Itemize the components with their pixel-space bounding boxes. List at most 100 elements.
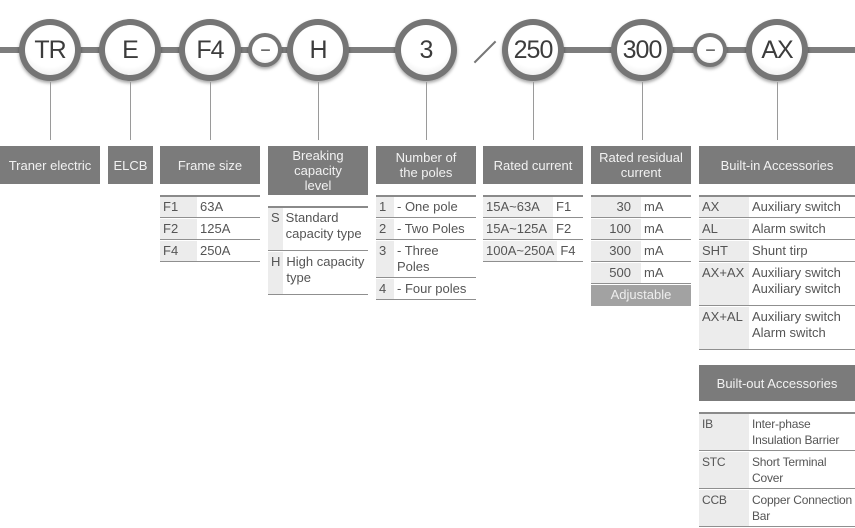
leader-line [50,82,51,140]
leader-line [642,82,643,140]
row-value: 125A [200,221,231,236]
code-label: F4 [185,25,235,75]
code-circle: F4 [179,19,241,81]
row-value: 250A [200,243,231,258]
row-value: - One pole [397,199,458,214]
code-label: − [252,37,278,63]
row-key: 2 [376,219,394,239]
header-breaking-capacity: Breaking capacity level [268,146,368,195]
spacer [699,351,855,365]
row-value: Short Terminal Cover [752,455,827,485]
row-key: 30 [591,197,641,217]
row-value: Copper Connection Bar [752,493,853,523]
code-circle: TR [19,19,81,81]
code-circle: H [287,19,349,81]
row-value: Inter-phase Insulation Barrier [752,417,840,447]
row-key: 3 [376,241,394,277]
leader-line [777,82,778,140]
header-type: ELCB [108,146,153,184]
leader-line [426,82,427,140]
row-value: - Two Poles [397,221,465,236]
code-label: H [293,25,343,75]
code-label: 250 [508,25,558,75]
code-label: 300 [617,25,667,75]
row-value: mA [644,199,664,214]
code-circle: 250 [502,19,564,81]
row-value: - Four poles [397,281,467,296]
row-key: 15A~125A [483,219,553,239]
row-value: Standard capacity type [285,210,362,241]
row-key: 100 [591,219,641,239]
code-circle: 300 [611,19,673,81]
row-key: F4 [160,241,197,261]
code-label: − [697,37,723,63]
row-key: S [268,208,283,250]
row-key: 4 [376,279,394,299]
row-value: Auxiliary switch [752,199,841,214]
row-key: F1 [160,197,197,217]
row-key: H [268,252,284,294]
header-builtout-accessories: Built-out Accessories [699,365,855,401]
row-key: 100A~250A [483,241,558,261]
header-poles: Number of the poles [376,146,476,184]
row-value: Alarm switch [752,221,826,236]
code-circle: E [99,19,161,81]
row-key: AX+AL [699,307,749,349]
table-row: 4- Four poles [376,279,476,300]
row-key: SHT [699,241,749,261]
row-value: F4 [560,243,576,258]
row-key: AL [699,219,749,239]
code-circle: 3 [395,19,457,81]
column-type: ELCB [108,146,153,184]
code-circle: AX [746,19,808,81]
row-value: High capacity type [286,254,365,285]
row-key: 300 [591,241,641,261]
adjustable-label: Adjustable [591,285,691,306]
header-rated-current: Rated current [483,146,583,184]
row-value: - Three Poles [397,243,439,274]
row-value: F1 [556,199,572,214]
table-row: 1- One pole [376,197,476,218]
table-row: 3- Three Poles [376,241,476,278]
row-value: F2 [556,221,572,236]
leader-line [130,82,131,140]
row-key: STC [699,452,749,488]
slash-separator [473,40,497,64]
row-value: Shunt tirp [752,243,808,258]
header-company: Traner electric [0,146,100,184]
code-label: TR [25,25,75,75]
row-key: AX [699,197,749,217]
table-row: 2- Two Poles [376,219,476,240]
row-value: 63A [200,199,224,214]
row-value: mA [644,265,664,280]
